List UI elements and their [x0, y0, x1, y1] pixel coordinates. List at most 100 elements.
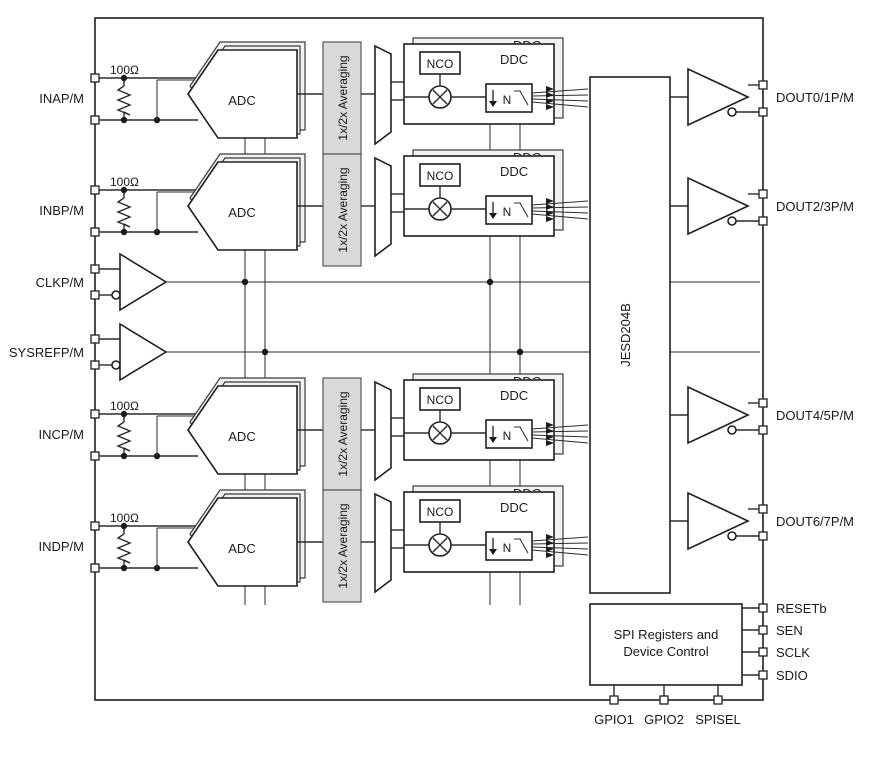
- ddc-output-trace: [531, 434, 589, 438]
- spi-pin: [758, 625, 768, 635]
- spi-pin: [758, 603, 768, 613]
- output-arrow-head: [546, 86, 554, 92]
- adc-body: [187, 161, 298, 251]
- output-arrow-head: [546, 434, 554, 440]
- nco-label: NCO: [427, 393, 454, 407]
- decimation-factor-label: N: [503, 541, 512, 555]
- filter-rolloff-icon: [514, 426, 529, 442]
- junction-dot: [486, 278, 494, 286]
- spi-label-line2: Device Control: [623, 644, 708, 659]
- output-pin-label: DOUT2/3P/M: [776, 199, 854, 214]
- jesd-label: JESD204B: [618, 303, 633, 367]
- decimation-arrow-head: [489, 101, 497, 107]
- adc-label: ADC: [228, 429, 255, 444]
- averaging-block: [322, 489, 362, 603]
- nco-label: NCO: [427, 169, 454, 183]
- input-mux: [374, 380, 392, 482]
- decimation-arrow-head: [489, 549, 497, 555]
- output-pin-m: [758, 216, 768, 226]
- inverter-bubble: [727, 425, 737, 435]
- input-pin-p: [90, 409, 100, 419]
- output-arrow-head: [546, 422, 554, 428]
- junction-dot: [516, 348, 524, 356]
- input-pin-p: [90, 185, 100, 195]
- adc-block: ADC: [187, 489, 306, 587]
- ddc-output-trace: [531, 98, 589, 102]
- junction-dot: [120, 74, 128, 82]
- ddc-output-trace: [531, 542, 589, 545]
- spi-pin: [758, 670, 768, 680]
- junction-dot: [120, 186, 128, 194]
- ddc-block: DDCDDCNCON: [403, 37, 589, 125]
- output-arrow-head: [546, 546, 554, 552]
- junction-dot: [120, 410, 128, 418]
- spi-label-line1: SPI Registers and: [614, 627, 719, 642]
- output-driver-3: DOUT4/5P/M: [670, 385, 854, 445]
- resistor-value-label: 100Ω: [110, 63, 139, 77]
- termination-resistor: [116, 421, 132, 452]
- output-arrow-head: [546, 98, 554, 104]
- output-pin-m: [758, 107, 768, 117]
- adc-label: ADC: [228, 93, 255, 108]
- input-mux: [374, 156, 392, 258]
- termination-resistor: [116, 533, 132, 564]
- input-pin-m: [90, 227, 100, 237]
- input-pin-p: [90, 521, 100, 531]
- output-arrow-head: [546, 440, 554, 446]
- nco-label: NCO: [427, 57, 454, 71]
- averaging-label: 1x/2x Averaging: [336, 167, 350, 252]
- spi-pin-label: RESETb: [776, 601, 827, 616]
- input-mux: [374, 492, 392, 594]
- inverter-bubble: [111, 290, 121, 300]
- output-buffer: [687, 67, 750, 127]
- averaging-block: [322, 41, 362, 155]
- decimation-arrow-head: [489, 437, 497, 443]
- ddc-output-trace: [531, 213, 589, 220]
- spi-pin-label: SCLK: [776, 645, 810, 660]
- filter-rolloff-icon: [514, 202, 529, 218]
- resistor-value-label: 100Ω: [110, 399, 139, 413]
- spi-body: [589, 603, 743, 686]
- decimation-factor-label: N: [503, 205, 512, 219]
- ddc-output-trace: [531, 200, 589, 206]
- adc-block: ADC: [187, 153, 306, 251]
- input-pin-m: [90, 115, 100, 125]
- output-pin-m: [758, 531, 768, 541]
- junction-dot: [120, 452, 128, 460]
- inverter-bubble: [727, 216, 737, 226]
- junction-dot: [120, 116, 128, 124]
- ddc-output-trace: [531, 546, 589, 550]
- bottom-pin: [659, 695, 669, 705]
- adc-block: ADC: [187, 377, 306, 475]
- clock-buffer: [119, 252, 168, 312]
- output-arrow-head: [546, 204, 554, 210]
- ddc-output-trace: [531, 101, 589, 108]
- junction-dot: [241, 278, 249, 286]
- output-arrow-head: [546, 92, 554, 98]
- mixer-cross: [432, 425, 448, 441]
- output-pin-p: [758, 504, 768, 514]
- termination-resistor: [116, 85, 132, 116]
- spi-pin-label: SEN: [776, 623, 803, 638]
- ddc-output-trace: [531, 437, 589, 444]
- junction-dot: [120, 228, 128, 236]
- output-arrow-head: [546, 210, 554, 216]
- averaging-label: 1x/2x Averaging: [336, 55, 350, 140]
- decimation-factor-label: N: [503, 93, 512, 107]
- input-pin-m: [90, 563, 100, 573]
- bottom-pin-label: GPIO2: [644, 712, 684, 727]
- output-buffer: [687, 491, 750, 551]
- ddc-label: DDC: [500, 164, 528, 179]
- output-arrow-head: [546, 540, 554, 546]
- adc-body: [187, 497, 298, 587]
- output-pin-p: [758, 398, 768, 408]
- output-arrow-head: [546, 552, 554, 558]
- filter-rolloff-icon: [514, 538, 529, 554]
- nco-label: NCO: [427, 505, 454, 519]
- averaging-label: 1x/2x Averaging: [336, 503, 350, 588]
- output-pin-label: DOUT0/1P/M: [776, 90, 854, 105]
